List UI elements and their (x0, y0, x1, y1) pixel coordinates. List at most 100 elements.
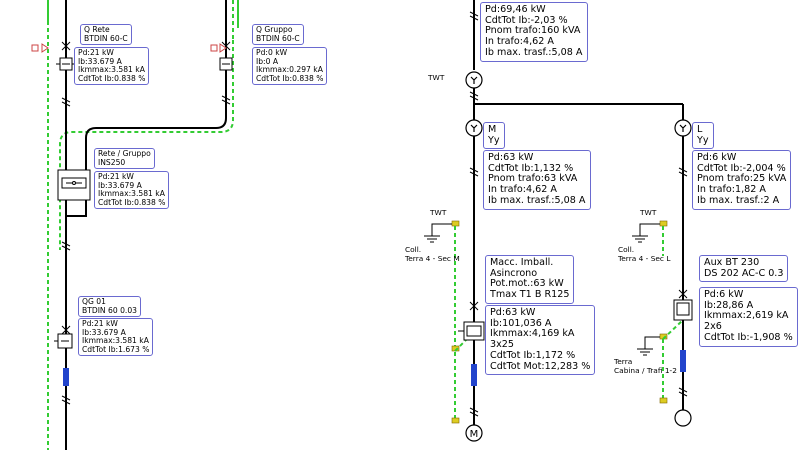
macc-breaker: Tmax T1 B R125 (490, 289, 570, 301)
aux-cdt: CdtTot Ib:-1,908 % (704, 331, 793, 343)
breaker-q-gruppo[interactable] (219, 41, 233, 71)
main-pnom: Pnom trafo:160 kVA (485, 25, 581, 37)
macc-name: Macc. Imball. (490, 257, 554, 268)
disconnector-q-gruppo-icon (221, 95, 231, 105)
disconnector-left-mid-icon (61, 241, 71, 251)
q-rete-pd: Pd:21 kW (78, 48, 114, 57)
label-q-gruppo-data[interactable]: Pd:0 kW Ib:0 A Ikmmax:0.297 kA CdtTot Ib… (252, 47, 328, 85)
relay-q-gruppo-icon (210, 43, 227, 53)
earth-cabina (637, 319, 684, 404)
label-q-rete-data[interactable]: Pd:21 kW Ib:33.679 A Ikmmax:3.581 kA Cdt… (74, 47, 150, 85)
aux-ikm: Ikmmax:2,619 kA (704, 310, 789, 322)
rete-gruppo-ikm: Ikmmax:3.581 kA (98, 189, 165, 198)
m-ibmax: Ib max. trasf.:5,08 A (488, 194, 586, 206)
disconnector-top-icon (469, 11, 479, 21)
label-aux-bt[interactable]: Aux BT 230 DS 202 AC-C 0.3 (699, 255, 789, 283)
q-gruppo-pd: Pd:0 kW (256, 48, 288, 57)
main-cdt: CdtTot Ib:-2,03 % (485, 14, 568, 26)
rete-gruppo-cdt: CdtTot Ib:0.838 % (98, 197, 166, 207)
label-trafo-l-data[interactable]: Pd:6 kW CdtTot Ib:-2,004 % Pnom trafo:25… (692, 150, 792, 210)
earth-cabina-label: Terra Cabina / Trafi 1-2 (614, 357, 677, 375)
fuse-l-icon (680, 350, 686, 372)
macc-ib: Ib:101,036 A (490, 317, 552, 329)
label-trafo-m-data[interactable]: Pd:63 kW CdtTot Ib:1,132 % Pnom trafo:63… (483, 150, 591, 210)
fuse-qg01-icon (63, 368, 69, 386)
earth-cabina-line2: Cabina / Trafi 1-2 (614, 365, 677, 375)
m-cdt: CdtTot Ib:1,132 % (488, 162, 574, 174)
breaker-qg01[interactable] (54, 325, 73, 349)
relay-q-rete-icon (31, 43, 49, 53)
qg01-ib: Ib:33.679 A (82, 327, 126, 337)
motor-letter: M (470, 429, 479, 440)
label-macc-data[interactable]: Pd:63 kW Ib:101,036 A Ikmmax:4,169 kA 3x… (485, 305, 596, 376)
l-pnom: Pnom trafo:25 kVA (697, 173, 787, 185)
disconnector-q-rete-icon (61, 97, 71, 107)
fuse-m-icon (471, 364, 477, 386)
rete-gruppo-pd: Pd:21 kW (98, 172, 134, 181)
label-trafo-m[interactable]: M Yy (483, 122, 505, 150)
label-aux-data[interactable]: Pd:6 kW Ib:28,86 A Ikmmax:2,619 kA 2x6 C… (699, 287, 798, 347)
trafo-m-type: Yy (488, 134, 500, 146)
earth-l (632, 220, 668, 256)
transformer-l[interactable] (674, 119, 692, 137)
transformer-m[interactable] (465, 119, 483, 137)
q-rete-cdt: CdtTot Ib:0.838 % (78, 73, 146, 83)
label-macc-imball[interactable]: Macc. Imball. Asincrono Pot.mot.:63 kW T… (485, 255, 575, 304)
aux-breaker: DS 202 AC-C 0.3 (704, 267, 784, 279)
q-rete-title: Q Rete (84, 25, 110, 34)
earth-l-label: Coll. Terra 4 - Sec L (618, 245, 671, 263)
q-gruppo-ikm: Ikmmax:0.297 kA (256, 65, 323, 74)
q-gruppo-ib: Ib:0 A (256, 56, 279, 66)
disconnector-l-lower-icon (678, 387, 688, 397)
label-trafo-l[interactable]: L Yy (692, 122, 714, 150)
aux-ib: Ib:28,86 A (704, 299, 754, 311)
rete-gruppo-ib: Ib:33.679 A (98, 180, 142, 190)
label-main-data[interactable]: Pd:69,46 kW CdtTot Ib:-2,03 % Pnom trafo… (480, 2, 588, 62)
macc-cable: 3x25 (490, 339, 514, 351)
aux-cable: 2x6 (704, 321, 722, 333)
q-rete-ikm: Ikmmax:3.581 kA (78, 65, 145, 74)
disconnector-main-out-icon (469, 91, 479, 101)
twt-m-label: TWT (430, 208, 447, 217)
m-pnom: Pnom trafo:63 kVA (488, 173, 578, 185)
earth-line-left-cross (59, 40, 234, 250)
transformer-main[interactable] (465, 71, 483, 89)
macc-cdt-ib: CdtTot Ib:1,172 % (490, 349, 576, 361)
macc-pd: Pd:63 kW (490, 307, 536, 318)
load-l-icon (674, 409, 692, 427)
disconnector-qg01-icon (61, 395, 71, 405)
disconnector-m-lower-icon (469, 407, 479, 417)
trafo-m-name: M (488, 124, 497, 135)
breaker-q-rete[interactable] (56, 41, 76, 71)
l-pd: Pd:6 kW (697, 152, 737, 163)
earth-m-label: Coll. Terra 4 - Sec M (405, 245, 460, 263)
earth-m-line2: Terra 4 - Sec M (405, 253, 460, 263)
q-gruppo-model: BTDIN 60-C (256, 33, 300, 43)
label-qg01[interactable]: QG 01 BTDIN 60 0.03 (78, 296, 142, 317)
label-q-gruppo[interactable]: Q Gruppo BTDIN 60-C (252, 24, 304, 45)
l-ibmax: Ib max. trasf.:2 A (697, 194, 780, 206)
macc-cdt-mot: CdtTot Mot:12,283 % (490, 360, 591, 372)
twt-top-label: TWT (428, 73, 445, 82)
q-rete-model: BTDIN 60-C (84, 33, 128, 43)
aux-name: Aux BT 230 (704, 257, 760, 268)
l-in: In trafo:1,82 A (697, 184, 766, 196)
label-rete-gruppo[interactable]: Rete / Gruppo INS250 (94, 148, 155, 169)
earth-cabina-line1: Terra (614, 357, 633, 366)
trafo-l-type: Yy (697, 134, 709, 146)
changeover-switch-rete-gruppo[interactable] (57, 169, 91, 201)
macc-power: Pot.mot.:63 kW (490, 278, 564, 290)
label-rete-gruppo-data[interactable]: Pd:21 kW Ib:33.679 A Ikmmax:3.581 kA Cdt… (94, 171, 170, 209)
rete-gruppo-model: INS250 (98, 157, 126, 167)
label-qg01-data[interactable]: Pd:21 kW Ib:33.679 A Ikmmax:3.581 kA Cdt… (78, 318, 154, 356)
main-ibmax: Ib max. trasf.:5,08 A (485, 46, 583, 58)
macc-type: Asincrono (490, 267, 538, 279)
breaker-aux-bt[interactable] (673, 289, 693, 321)
earth-l-line2: Terra 4 - Sec L (618, 253, 671, 263)
breaker-macc-imball[interactable] (458, 301, 485, 341)
aux-pd: Pd:6 kW (704, 289, 744, 300)
label-q-rete[interactable]: Q Rete BTDIN 60-C (80, 24, 132, 45)
qg01-cdt: CdtTot Ib:1.673 % (82, 344, 150, 354)
bus-gruppo (66, 0, 227, 217)
